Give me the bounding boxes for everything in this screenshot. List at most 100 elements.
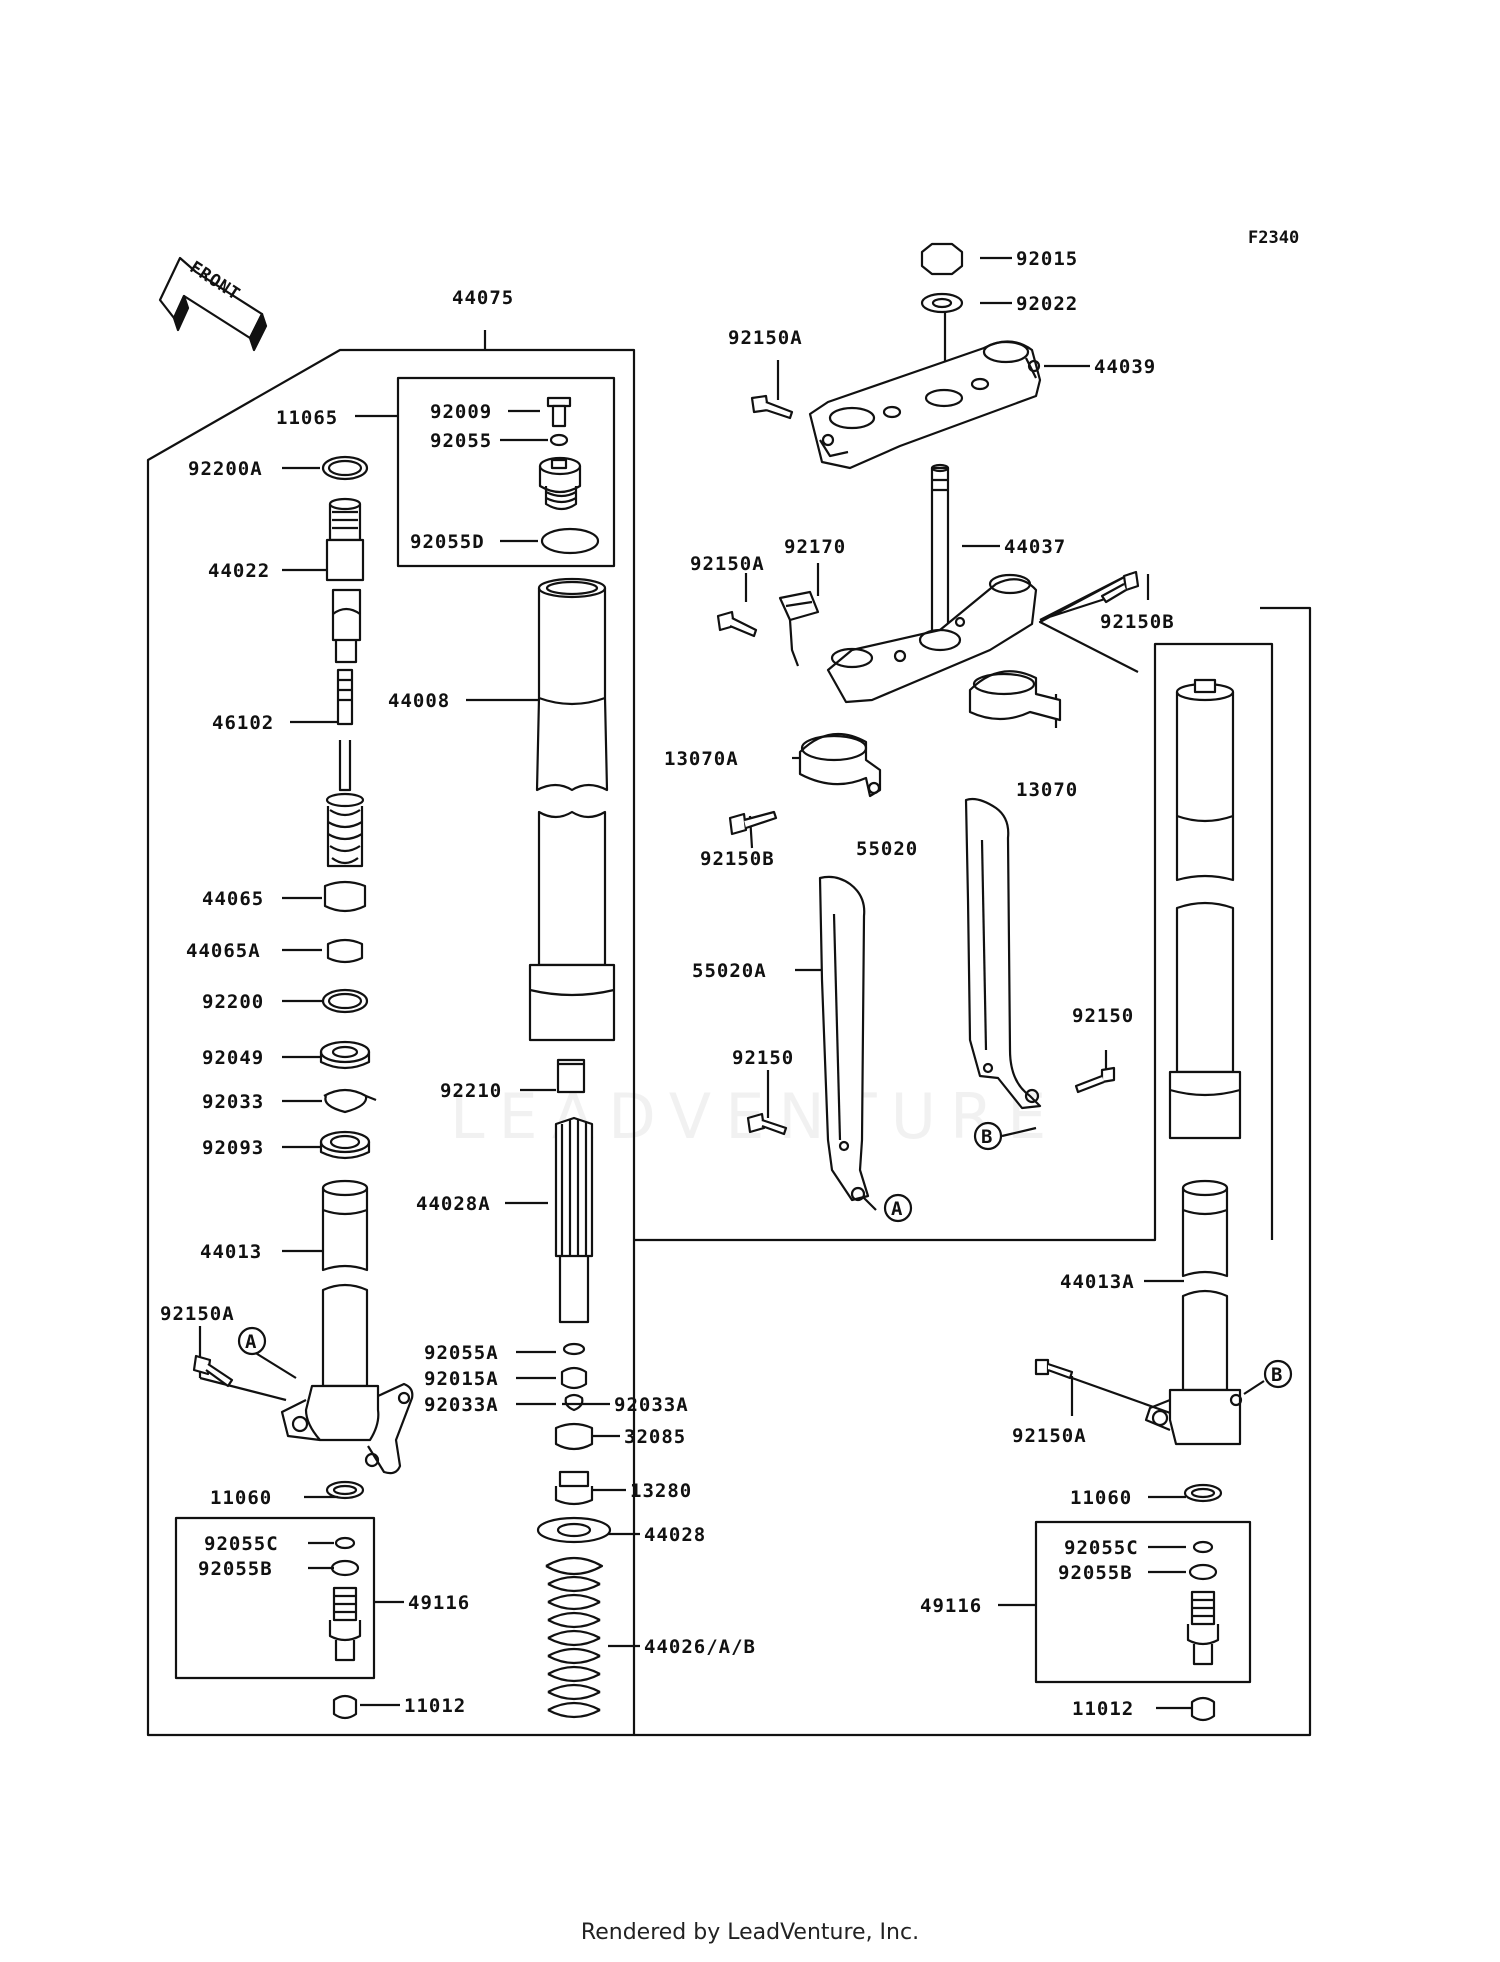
part-92210: 92210: [440, 1080, 502, 1102]
o-ring-92055A-icon: [562, 1342, 586, 1356]
part-44075: 44075: [452, 287, 514, 309]
part-44008: 44008: [388, 690, 450, 712]
valve-49116-left-icon: [328, 1586, 362, 1662]
part-92150-mid: 92150: [732, 1047, 794, 1069]
part-44028A: 44028A: [416, 1193, 491, 1215]
gasket-11060-left-icon: [325, 1480, 365, 1500]
spring-seat-44028-icon: [536, 1516, 612, 1544]
bolt-92150B-right-icon: [1100, 570, 1140, 604]
part-46102: 46102: [212, 712, 274, 734]
part-92150-right: 92150: [1072, 1005, 1134, 1027]
box-49116-left: [174, 1516, 376, 1680]
box-right-mid: [634, 642, 1274, 1242]
outer-tube-left-icon: [280, 1179, 414, 1475]
part-92055: 92055: [430, 430, 492, 452]
part-92033: 92033: [202, 1091, 264, 1113]
fork-guard-55020-icon: [964, 797, 1042, 1110]
callout-b-right: B: [1271, 1364, 1283, 1386]
bolt-92150B-mid-icon: [728, 810, 778, 836]
fork-guard-55020A-icon: [818, 875, 870, 1202]
part-92049: 92049: [202, 1047, 264, 1069]
o-ring-icon: [549, 433, 569, 447]
callout-b-mid: B: [981, 1126, 993, 1148]
guide-92170-icon: [778, 590, 820, 667]
cylinder-44028A-icon: [554, 1116, 594, 1324]
nut-92015A-icon: [560, 1366, 588, 1390]
part-92015: 92015: [1016, 248, 1078, 270]
part-92150A-right: 92150A: [1012, 1425, 1087, 1447]
part-92093: 92093: [202, 1137, 264, 1159]
watermark: LEADVENTURE: [450, 1080, 1060, 1153]
dust-seal-icon: [319, 1130, 371, 1160]
cylinder-bolt-icon: [556, 1058, 586, 1094]
part-44026: 44026/A/B: [644, 1636, 756, 1658]
part-44039: 44039: [1094, 356, 1156, 378]
fork-cap-icon: [538, 456, 582, 511]
part-11012-left: 11012: [404, 1695, 466, 1717]
o-ring-92055B-left-icon: [330, 1559, 360, 1577]
part-92170: 92170: [784, 536, 846, 558]
callout-a-left: A: [245, 1331, 257, 1353]
slide-bush-a-icon: [326, 938, 364, 964]
callout-a-mid: A: [891, 1198, 903, 1220]
bolt-92150A-top-icon: [750, 394, 794, 420]
damper-assembly-icon: [325, 497, 365, 868]
part-44013A: 44013A: [1060, 1271, 1135, 1293]
valve-49116-right-icon: [1186, 1590, 1220, 1666]
part-92033A-right: 92033A: [614, 1394, 689, 1416]
bolt-11012-right-icon: [1190, 1696, 1216, 1722]
part-44013: 44013: [200, 1241, 262, 1263]
part-92200A: 92200A: [188, 458, 263, 480]
part-13070A: 13070A: [664, 748, 739, 770]
right-assembly-outline: [634, 606, 1312, 1737]
circlip-icon: [323, 1088, 377, 1114]
footer-credit: Rendered by LeadVenture, Inc.: [580, 1920, 920, 1945]
part-49116-right: 49116: [920, 1595, 982, 1617]
part-11060-right: 11060: [1070, 1487, 1132, 1509]
part-92150A-mid: 92150A: [690, 553, 765, 575]
part-11065: 11065: [276, 407, 338, 429]
bolt-92150-mid-icon: [746, 1112, 788, 1136]
callout-a-mid-circle: [883, 1193, 913, 1223]
part-11060-left: 11060: [210, 1487, 272, 1509]
assembly-outline: [146, 348, 636, 1737]
circlip-92033A-icon: [564, 1393, 584, 1412]
clamp-13070A-icon: [798, 732, 882, 798]
o-ring-large-icon: [540, 527, 600, 555]
part-92055A: 92055A: [424, 1342, 499, 1364]
bolt-13280-icon: [554, 1470, 594, 1506]
right-fork-tube-icon: [1168, 678, 1242, 1140]
part-49116-left: 49116: [408, 1592, 470, 1614]
part-32085: 32085: [624, 1426, 686, 1448]
o-ring-92055C-left-icon: [334, 1536, 356, 1550]
callout-a-left-circle: [237, 1326, 267, 1356]
part-92150B-mid: 92150B: [700, 848, 775, 870]
clamp-13070-icon: [968, 670, 1062, 722]
part-92055B-right: 92055B: [1058, 1562, 1133, 1584]
part-92022: 92022: [1016, 293, 1078, 315]
part-44028: 44028: [644, 1524, 706, 1546]
nut-92015-icon: [920, 242, 964, 276]
box-49116-right: [1034, 1520, 1252, 1684]
part-92055B-left: 92055B: [198, 1558, 273, 1580]
part-13280: 13280: [630, 1480, 692, 1502]
part-92055D: 92055D: [410, 531, 485, 553]
callout-b-right-circle: [1263, 1359, 1293, 1389]
bolt-92150A-right-icon: [1034, 1358, 1074, 1380]
bolt-92150-right-icon: [1074, 1066, 1116, 1094]
upper-clamp-icon: [808, 340, 1042, 470]
part-92055C-left: 92055C: [204, 1533, 279, 1555]
bolt-11012-left-icon: [332, 1694, 358, 1720]
gasket-11060-right-icon: [1183, 1483, 1223, 1503]
box-11065: [396, 376, 616, 568]
part-44022: 44022: [208, 560, 270, 582]
part-92055C-right: 92055C: [1064, 1537, 1139, 1559]
washer-92200-icon: [321, 988, 369, 1014]
spring-44026-icon: [545, 1556, 604, 1719]
part-55020: 55020: [856, 838, 918, 860]
bolt-left-icon: [192, 1354, 234, 1388]
ring-92200A-icon: [321, 455, 369, 481]
part-44065A: 44065A: [186, 940, 261, 962]
part-92015A: 92015A: [424, 1368, 499, 1390]
